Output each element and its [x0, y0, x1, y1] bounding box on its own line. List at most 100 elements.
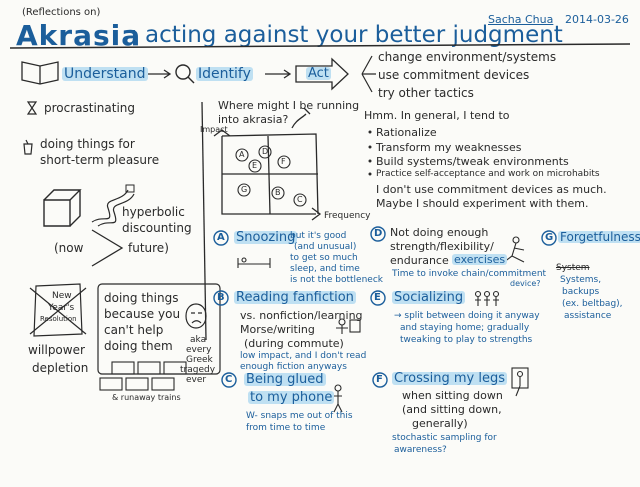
resolution-line-2: Year's: [48, 303, 75, 313]
cant-help-line-2: because you: [104, 307, 181, 321]
short-term-line-1: doing things for: [40, 137, 135, 151]
matrix-question-2: into akrasia?: [218, 113, 289, 126]
item-e-note-1: → split between doing it anyway: [394, 311, 540, 321]
people-icon: [474, 290, 500, 306]
item-d-letter: D: [374, 228, 383, 239]
item-g-crossed: System: [556, 263, 590, 273]
item-b-note-2: enough fiction anyways: [240, 362, 347, 372]
resolution-line-3: Resolution: [40, 315, 77, 323]
willpower-line-1: willpower: [28, 343, 85, 357]
item-f-title: Crossing my legs: [392, 371, 507, 386]
item-e-title: Socializing: [392, 290, 466, 305]
now-label: (now: [54, 241, 84, 255]
item-b-line-3: (during commute): [244, 337, 344, 350]
item-b-line-2: Morse/writing: [240, 323, 315, 336]
mask-icon: [185, 303, 207, 329]
matrix-letter-d: D: [262, 147, 269, 156]
understand-label: Understand: [62, 66, 148, 82]
item-c-title-2: to my phone: [248, 390, 335, 405]
act-item-1: change environment/systems: [378, 50, 557, 64]
willpower-line-2: depletion: [32, 361, 89, 375]
aka-line-3: Greek: [186, 355, 213, 365]
item-f-letter: F: [376, 374, 383, 385]
item-a-letter: A: [217, 232, 225, 243]
matrix-letter-b: B: [275, 188, 281, 197]
item-b-note-1: low impact, and I don't read: [240, 351, 367, 361]
item-e-note-2: and staying home; gradually: [400, 323, 530, 333]
item-b-letter: B: [217, 292, 225, 303]
train-icon: [99, 361, 187, 391]
item-e-note-3: tweaking to play to strengths: [400, 335, 533, 345]
item-a-note-1: but it's good: [290, 231, 347, 241]
book-icon: [21, 61, 59, 85]
resolution-note-icon: [29, 283, 87, 337]
hourglass-icon: [26, 101, 38, 115]
aka-line-4: tragedy: [180, 365, 216, 375]
item-d-line-2: strength/flexibility/: [390, 240, 494, 253]
cube-icon: [43, 189, 82, 227]
hmm-bullet-2: Transform my weaknesses: [376, 141, 522, 154]
hmm-bullet-3: Build systems/tweak environments: [376, 155, 569, 168]
resolution-line-1: New: [52, 291, 72, 301]
magnifier-icon: [175, 64, 195, 84]
cant-help-line-4: doing them: [104, 339, 173, 353]
matrix-letter-g: G: [241, 185, 248, 194]
hyperbolic-line-2: discounting: [122, 221, 192, 235]
matrix-grid: [213, 107, 322, 221]
hmm-conclusion-2: Maybe I should experiment with them.: [376, 197, 589, 210]
item-f-note-1: stochastic sampling for: [392, 433, 497, 443]
act-arrow-icon: [295, 57, 349, 91]
title-word: Akrasia: [16, 19, 142, 52]
item-f-line-2: (and sitting down,: [402, 403, 502, 416]
cup-icon: [23, 139, 33, 155]
item-c-note-2: from time to time: [246, 423, 326, 433]
aka-line-1: aka: [190, 335, 207, 345]
matrix-letter-c: C: [297, 195, 303, 204]
matrix-x-label: Frequency: [324, 211, 371, 221]
item-g-letter: G: [545, 232, 554, 243]
future-label: future): [128, 241, 169, 255]
procrastinating-label: procrastinating: [44, 101, 136, 115]
item-b-line-1: vs. nonfiction/learning: [240, 309, 363, 322]
item-g-note-2: backups: [562, 287, 600, 297]
act-item-3: try other tactics: [378, 86, 474, 100]
item-a-note-2: (and unusual): [294, 242, 357, 252]
hmm-bullet-1: Rationalize: [376, 126, 437, 139]
item-c-note-1: W- snaps me out of this: [246, 411, 353, 421]
aka-line-5: ever: [186, 375, 207, 385]
sitting-icon: [511, 367, 529, 397]
date: 2014-03-26: [565, 13, 629, 26]
matrix-question-1: Where might I be running: [218, 99, 360, 112]
hmm-intro: Hmm. In general, I tend to: [364, 109, 510, 122]
item-g-note-4: assistance: [564, 311, 612, 321]
hmm-conclusion-1: I don't use commitment devices as much.: [376, 183, 607, 196]
matrix-letter-f: F: [281, 157, 286, 166]
author: Sacha Chua: [488, 13, 554, 26]
bed-icon: [237, 257, 271, 268]
item-f-line-3: generally): [412, 417, 468, 430]
reflections-label: (Reflections on): [22, 7, 101, 18]
title-rest: : acting against your better judgment: [130, 22, 563, 48]
act-label: Act: [306, 66, 331, 81]
hyperbolic-line-1: hyperbolic: [122, 205, 185, 219]
phone-person-icon: [333, 384, 343, 413]
cant-help-line-1: doing things: [104, 291, 179, 305]
identify-label: Identify: [196, 66, 253, 82]
item-f-note-2: awareness?: [394, 445, 447, 455]
item-g-note-1: Systems,: [560, 275, 602, 285]
item-c-letter: C: [225, 374, 233, 385]
reading-icon: [336, 318, 361, 334]
item-c-title-1: Being glued: [244, 372, 326, 387]
cant-help-line-3: can't help: [104, 323, 164, 337]
matrix-letter-e: E: [252, 161, 258, 170]
item-g-note-3: (ex. beltbag),: [562, 299, 623, 309]
item-a-title: Snoozing: [234, 230, 298, 245]
item-d-note-1: Time to invoke chain/commitment: [392, 269, 547, 279]
matrix-letter-a: A: [239, 150, 245, 159]
item-a-note-3: to get so much: [290, 253, 358, 263]
item-d-line-3: endurance: [390, 254, 449, 267]
item-f-line-1: when sitting down: [402, 389, 503, 402]
item-d-highlight: exercises: [452, 253, 508, 266]
item-a-note-5: is not the bottleneck: [290, 275, 383, 285]
short-term-line-2: short-term pleasure: [40, 153, 160, 167]
